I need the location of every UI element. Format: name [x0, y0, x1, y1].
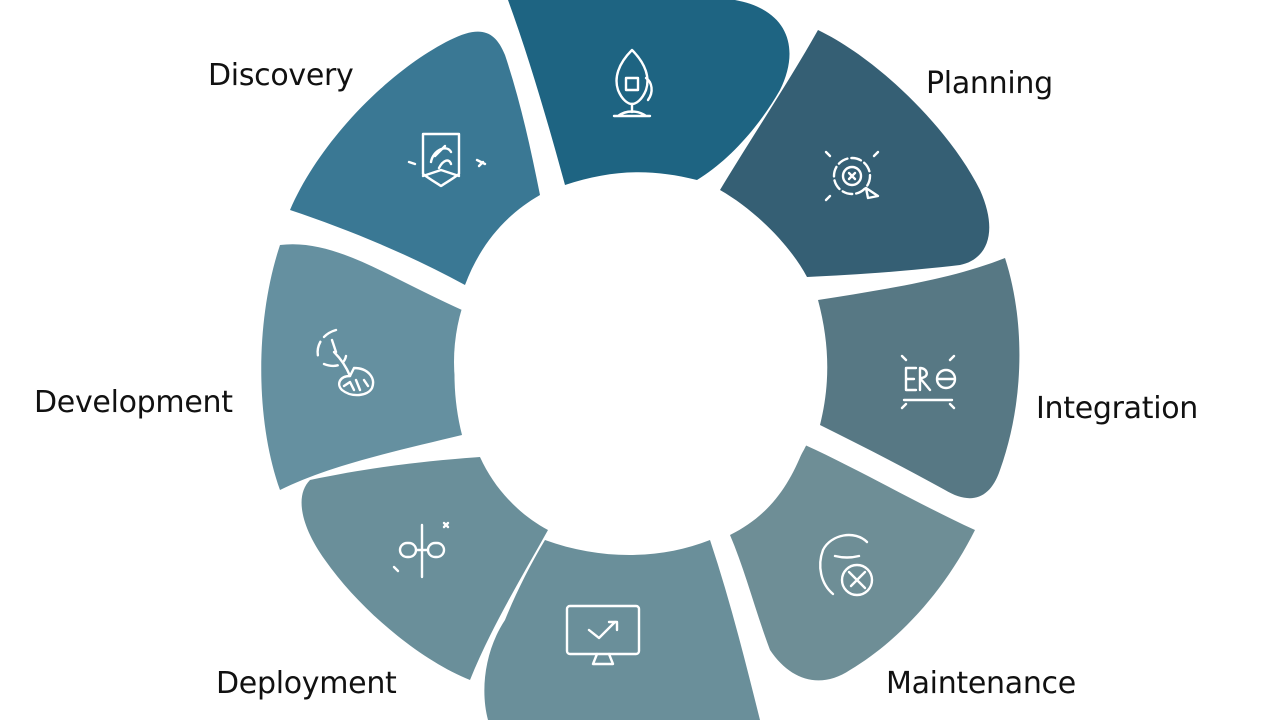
puzzle-swirl-icon — [316, 328, 375, 397]
segment-integration — [818, 258, 1020, 499]
book-shield-icon — [407, 132, 487, 188]
segment-bottom — [484, 540, 760, 720]
lightbulb-tree-icon — [612, 48, 653, 118]
target-icon — [824, 150, 880, 202]
segment-development — [261, 244, 462, 490]
connector-blocks-icon — [900, 354, 957, 410]
segment-maintenance — [730, 445, 975, 681]
label-development: Development — [34, 385, 233, 420]
segment-top — [508, 0, 790, 185]
center-circle — [454, 176, 826, 548]
segment-discovery — [290, 31, 540, 285]
label-maintenance: Maintenance — [886, 666, 1076, 701]
segment-deployment — [301, 457, 548, 680]
label-discovery: Discovery — [208, 58, 354, 93]
label-planning: Planning — [926, 66, 1053, 101]
monitor-check-icon — [565, 604, 641, 666]
label-deployment: Deployment — [216, 666, 397, 701]
label-integration: Integration — [1036, 391, 1199, 426]
link-nodes-icon — [392, 521, 450, 579]
gear-head-icon — [819, 533, 874, 597]
segment-planning — [720, 30, 990, 277]
